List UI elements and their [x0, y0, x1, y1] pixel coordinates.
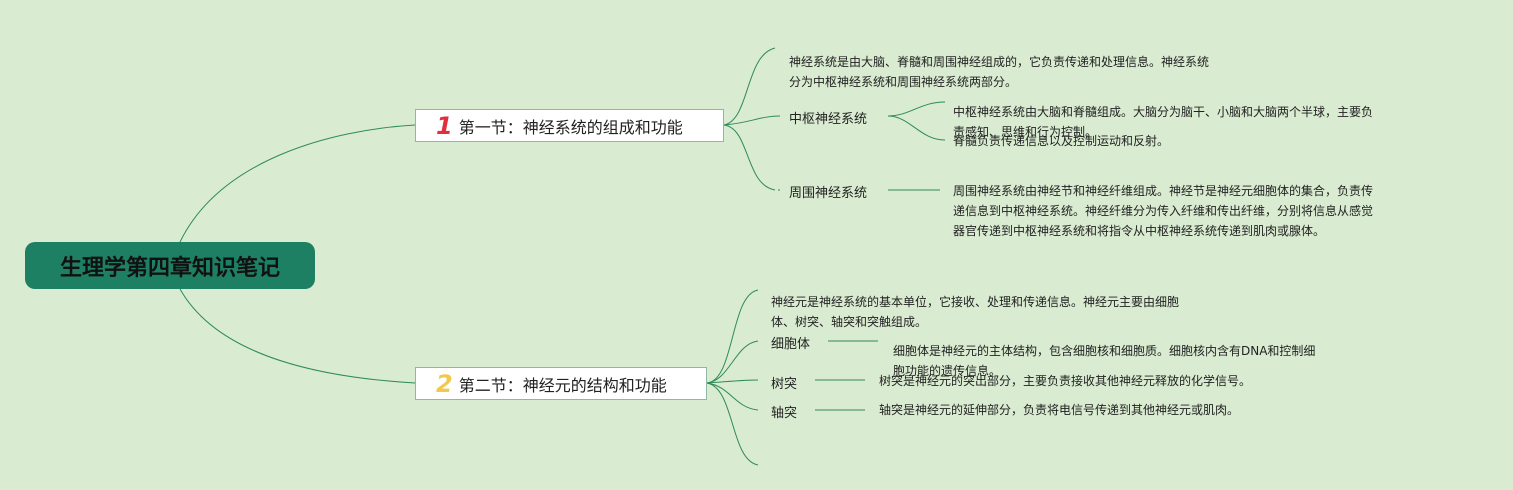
- section-1-intro-text: 神经系统是由大脑、脊髓和周围神经组成的，它负责传递和处理信息。神经系统 分为中枢…: [789, 55, 1210, 89]
- soma-detail-1: 细胞体是神经元的主体结构，包含细胞核和细胞质。细胞核内含有DNA和控制细 胞功能…: [893, 321, 1413, 381]
- axon-label-text: 轴突: [771, 406, 798, 421]
- connector-s2-axon: [706, 382, 759, 411]
- section-1-intro: 神经系统是由大脑、脊髓和周围神经组成的，它负责传递和处理信息。神经系统 分为中枢…: [789, 32, 1309, 92]
- axon-label[interactable]: 轴突: [771, 402, 797, 421]
- pns-detail-1: 周围神经系统由神经节和神经纤维组成。神经节是神经元细胞体的集合，负责传 递信息到…: [953, 161, 1463, 241]
- cns-label[interactable]: 中枢神经系统: [789, 108, 867, 127]
- root-node[interactable]: 生理学第四章知识笔记: [25, 242, 315, 289]
- connector-root-s1: [179, 124, 416, 243]
- connector-s2-intro: [706, 289, 759, 384]
- section-1-title: 第一节：神经系统的组成和功能: [458, 117, 683, 137]
- dendrite-label-text: 树突: [771, 377, 798, 392]
- connector-root-s2: [179, 288, 416, 384]
- cns-detail-1-text: 中枢神经系统由大脑和脊髓组成。大脑分为脑干、小脑和大脑两个半球，主要负 责感知、…: [953, 105, 1374, 139]
- pns-label[interactable]: 周围神经系统: [789, 182, 867, 201]
- section-1-number: 1: [436, 111, 453, 140]
- axon-detail-1: 轴突是神经元的延伸部分，负责将电信号传递到其他神经元或肌肉。: [879, 400, 1399, 420]
- connector-s2-dendrite: [706, 379, 759, 384]
- connector-s1-intro: [723, 47, 776, 126]
- root-title: 生理学第四章知识笔记: [59, 255, 280, 281]
- section-2-intro: 神经元是神经系统的基本单位，它接收、处理和传递信息。神经元主要由细胞 体、树突、…: [771, 272, 1271, 332]
- dendrite-label[interactable]: 树突: [771, 373, 797, 392]
- section-1-node[interactable]: 1 第一节：神经系统的组成和功能: [415, 109, 724, 142]
- soma-label-text: 细胞体: [771, 337, 811, 352]
- dendrite-detail-1: 树突是神经元的突出部分，主要负责接收其他神经元释放的化学信号。: [879, 371, 1399, 391]
- connector-cns-d2: [887, 115, 946, 141]
- connector-s1-cns: [723, 115, 781, 126]
- cns-detail-1: 中枢神经系统由大脑和脊髓组成。大脑分为脑干、小脑和大脑两个半球，主要负 责感知、…: [953, 82, 1463, 142]
- cns-label-text: 中枢神经系统: [789, 112, 868, 127]
- axon-detail-1-text: 轴突是神经元的延伸部分，负责将电信号传递到其他神经元或肌肉。: [879, 403, 1240, 417]
- connector-cns-d1: [887, 101, 946, 117]
- section-2-node[interactable]: 2 第二节：神经元的结构和功能: [415, 367, 707, 400]
- connector-s2-end: [706, 382, 759, 466]
- soma-detail-1-text: 细胞体是神经元的主体结构，包含细胞核和细胞质。细胞核内含有DNA和控制细 胞功能…: [893, 344, 1316, 378]
- pns-label-text: 周围神经系统: [789, 186, 868, 201]
- dendrite-detail-1-text: 树突是神经元的突出部分，主要负责接收其他神经元释放的化学信号。: [879, 374, 1252, 388]
- section-2-intro-text: 神经元是神经系统的基本单位，它接收、处理和传递信息。神经元主要由细胞 体、树突、…: [771, 295, 1180, 329]
- cns-detail-2: 脊髓负责传递信息以及控制运动和反射。: [953, 131, 1463, 151]
- cns-detail-2-text: 脊髓负责传递信息以及控制运动和反射。: [953, 134, 1170, 148]
- pns-detail-1-text: 周围神经系统由神经节和神经纤维组成。神经节是神经元细胞体的集合，负责传 递信息到…: [953, 184, 1374, 238]
- section-2-number: 2: [436, 369, 453, 398]
- section-2-title: 第二节：神经元的结构和功能: [458, 375, 667, 395]
- connector-s1-pns: [723, 124, 776, 191]
- connector-s2-soma: [706, 340, 759, 384]
- soma-label[interactable]: 细胞体: [771, 333, 810, 352]
